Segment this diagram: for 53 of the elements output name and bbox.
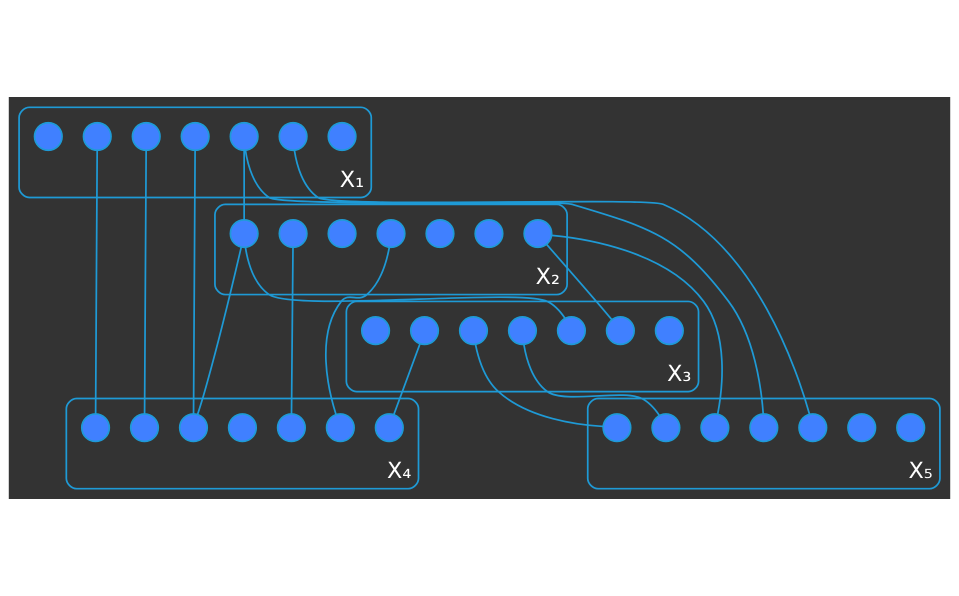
node-circle <box>847 413 876 442</box>
cluster: X₅ <box>586 398 941 490</box>
node-circle <box>508 316 538 346</box>
node-circle <box>178 413 208 442</box>
node-circle <box>749 413 778 442</box>
connector <box>244 247 566 319</box>
node-circle <box>410 316 440 346</box>
node-circle <box>230 218 259 248</box>
node-circle <box>82 122 112 152</box>
connector <box>546 244 612 320</box>
node-circle <box>132 122 161 152</box>
node-circle <box>326 413 355 442</box>
node-circle <box>458 316 488 346</box>
connector <box>325 247 390 415</box>
node-circle <box>425 218 455 248</box>
connector <box>94 150 98 414</box>
connector <box>144 150 147 414</box>
node-circle <box>360 316 390 346</box>
connector <box>290 247 294 414</box>
connector <box>294 150 810 415</box>
node-circle <box>34 122 63 152</box>
connector <box>243 150 245 220</box>
connector <box>474 344 604 428</box>
node-circle <box>700 413 730 442</box>
node-circle <box>327 122 357 152</box>
node-circle <box>80 413 110 442</box>
node-circle <box>523 218 553 248</box>
connector <box>192 150 196 414</box>
node-circle <box>130 413 160 442</box>
node-circle <box>230 122 259 152</box>
cluster: X₄ <box>65 398 420 490</box>
node-circle <box>556 316 586 346</box>
node-circle <box>278 122 308 152</box>
node-circle <box>651 413 680 442</box>
connector <box>552 234 723 414</box>
node-circle <box>228 413 258 442</box>
connector <box>196 246 242 415</box>
node-circle <box>474 218 504 248</box>
node-circle <box>896 413 926 442</box>
cluster: X₂ <box>214 204 568 296</box>
node-circle <box>276 413 306 442</box>
node-circle <box>278 218 308 248</box>
node-circle <box>602 413 632 442</box>
node-circle <box>606 316 635 346</box>
node-circle <box>327 218 357 248</box>
cluster: X₃ <box>346 300 700 392</box>
node-circle <box>180 122 210 152</box>
cluster: X₁ <box>18 106 372 198</box>
node-circle <box>798 413 828 442</box>
node-circle <box>376 218 406 248</box>
node-circle <box>654 316 684 346</box>
connector <box>523 344 660 416</box>
node-circle <box>374 413 404 442</box>
